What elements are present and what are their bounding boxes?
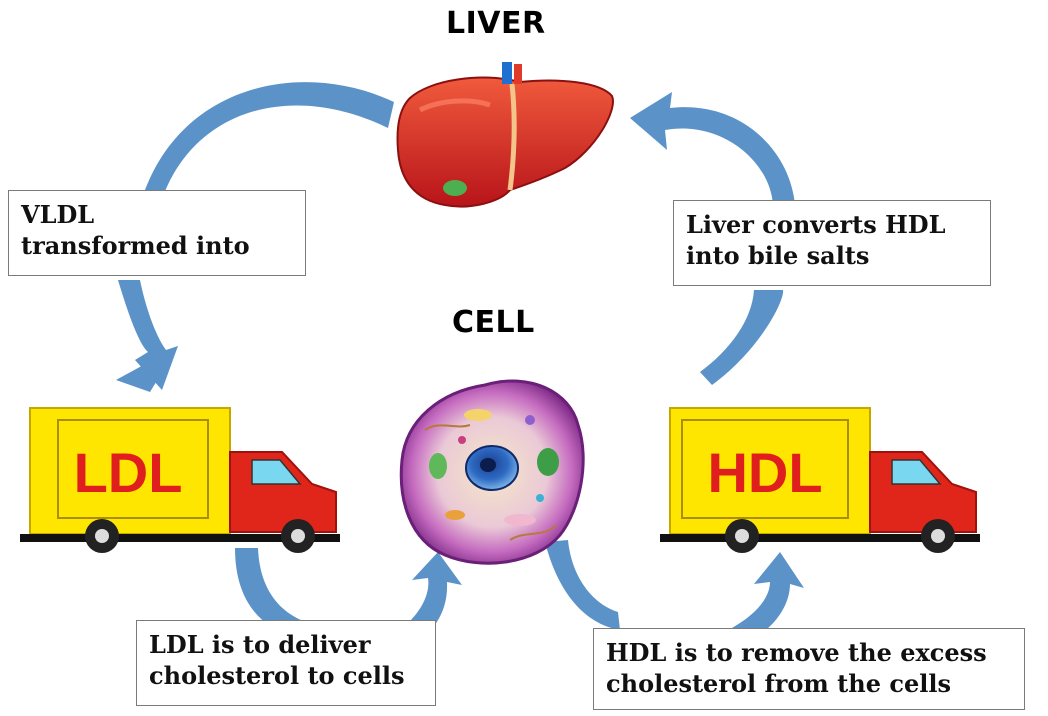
vldl-note: VLDL transformed into (8, 190, 306, 276)
arrow-liver-to-ldl (116, 82, 394, 392)
liver-illustration (396, 62, 614, 208)
hdl-remove-note-line-1: HDL is to remove the excess (606, 638, 987, 667)
cell-illustration (399, 379, 585, 565)
ldl-truck (20, 407, 340, 553)
arrow-cell-to-hdl (545, 540, 804, 642)
ldl-deliver-note-line-1: LDL is to deliver (149, 630, 371, 659)
hdl-truck (660, 407, 980, 553)
cell-heading: CELL (452, 305, 535, 340)
liver-converts-note-line-2: into bile salts (686, 241, 870, 270)
hdl-truck-label: HDL (707, 441, 822, 504)
liver-heading: LIVER (446, 6, 546, 41)
ldl-truck-label: LDL (74, 441, 183, 504)
vldl-note-line-1: VLDL (21, 200, 95, 229)
liver-converts-note: Liver converts HDL into bile salts (673, 200, 991, 286)
hdl-remove-note: HDL is to remove the excess cholesterol … (593, 628, 1025, 710)
arrow-ldl-to-cell (235, 548, 462, 645)
ldl-deliver-note: LDL is to deliver cholesterol to cells (136, 620, 436, 706)
arrow-hdl-to-liver (630, 92, 795, 385)
liver-converts-note-line-1: Liver converts HDL (686, 210, 946, 239)
hdl-remove-note-line-2: cholesterol from the cells (606, 669, 951, 698)
vldl-note-line-2: transformed into (21, 231, 250, 260)
ldl-deliver-note-line-2: cholesterol to cells (149, 661, 405, 690)
